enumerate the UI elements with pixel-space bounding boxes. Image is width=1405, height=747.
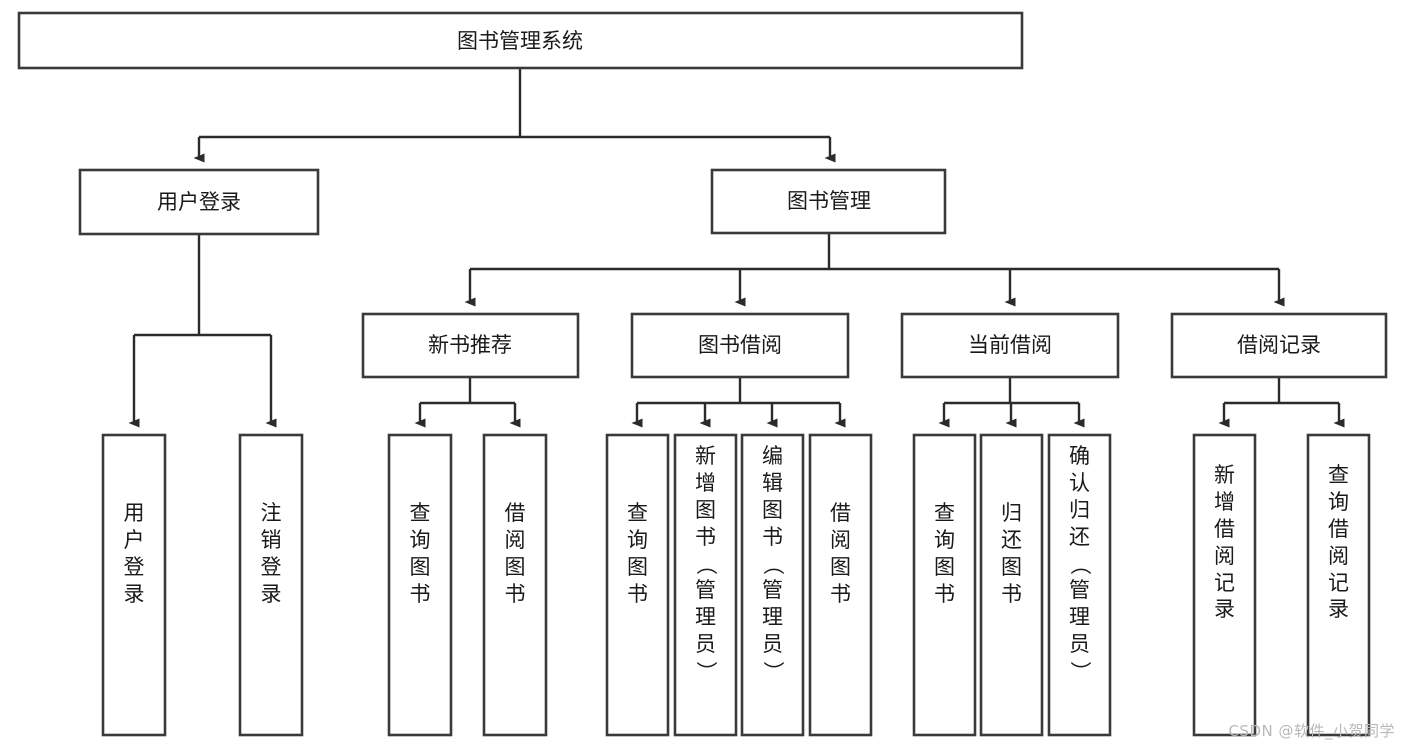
node-book-management-label: 图书管理 bbox=[787, 189, 871, 213]
edge-borrowbook-to-leaves bbox=[631, 377, 846, 428]
node-leaf-add-book-admin[interactable] bbox=[673, 433, 738, 737]
node-leaf-borrow-book-newbook[interactable] bbox=[482, 433, 548, 737]
node-user-login[interactable]: 用户登录 bbox=[78, 168, 320, 236]
node-borrow-record[interactable]: 借阅记录 bbox=[1170, 312, 1388, 379]
node-leaf-query-book-borrow[interactable] bbox=[605, 433, 670, 737]
node-leaf-borrow-book-borrow[interactable] bbox=[808, 433, 873, 737]
node-current-borrow-label: 当前借阅 bbox=[968, 333, 1052, 357]
node-leaf-add-borrow-record[interactable] bbox=[1192, 433, 1257, 737]
node-leaf-edit-book-admin[interactable] bbox=[740, 433, 805, 737]
node-leaf-logout[interactable] bbox=[238, 433, 304, 737]
node-root[interactable]: 图书管理系统 bbox=[17, 11, 1024, 70]
node-leaf-user-login[interactable] bbox=[101, 433, 167, 737]
node-book-borrow-label: 图书借阅 bbox=[698, 333, 782, 357]
node-leaf-confirm-return-admin[interactable] bbox=[1047, 433, 1112, 737]
node-leaf-query-borrow-record[interactable] bbox=[1306, 433, 1371, 737]
node-book-borrow[interactable]: 图书借阅 bbox=[630, 312, 850, 379]
edge-borrowrecord-to-leaves bbox=[1218, 377, 1345, 428]
node-leaf-query-book-current[interactable] bbox=[912, 433, 977, 737]
node-current-borrow[interactable]: 当前借阅 bbox=[900, 312, 1120, 379]
edge-newbook-to-leaves bbox=[414, 377, 521, 428]
edge-userlogin-to-leaves bbox=[128, 234, 277, 428]
edge-currentborrow-to-leaves bbox=[938, 377, 1085, 428]
node-borrow-record-label: 借阅记录 bbox=[1237, 333, 1321, 357]
node-root-label: 图书管理系统 bbox=[457, 29, 583, 53]
node-new-book-recommend-label: 新书推荐 bbox=[428, 333, 512, 357]
edge-bookmgmt-to-level2 bbox=[464, 233, 1285, 307]
edge-root-to-level1 bbox=[193, 68, 836, 163]
node-new-book-recommend[interactable]: 新书推荐 bbox=[361, 312, 580, 379]
node-leaf-return-book[interactable] bbox=[979, 433, 1044, 737]
node-book-management[interactable]: 图书管理 bbox=[710, 168, 947, 235]
csdn-watermark: CSDN @软件_小贺同学 bbox=[1228, 722, 1395, 740]
node-user-login-label: 用户登录 bbox=[157, 190, 241, 214]
node-leaf-query-book-newbook[interactable] bbox=[387, 433, 453, 737]
